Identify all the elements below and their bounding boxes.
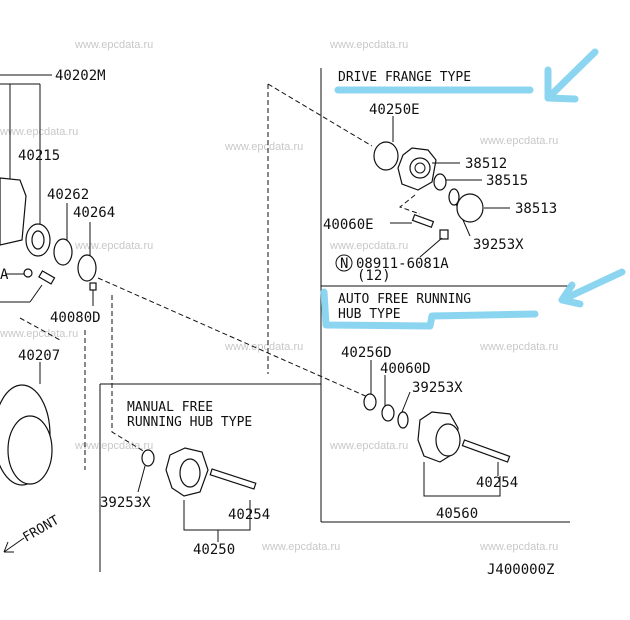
watermark: www.epcdata.ru	[479, 135, 558, 147]
watermark: www.epcdata.ru	[0, 328, 78, 340]
bolt-part	[209, 468, 257, 490]
section-titles: DRIVE FRANGE TYPE AUTO FREE RUNNING HUB …	[127, 70, 471, 430]
quantity-label: (12)	[357, 268, 391, 284]
part-label-38515: 38515	[486, 173, 528, 189]
guide-lines	[19, 83, 421, 470]
part-label-40215: 40215	[18, 148, 60, 164]
watermark: www.epcdata.ru	[479, 341, 558, 353]
highlight-underline	[320, 288, 539, 330]
section-title-manual-free-line2: RUNNING HUB TYPE	[127, 415, 252, 430]
part-label-40060E: 40060E	[323, 217, 374, 233]
diagram-code: J400000Z	[487, 562, 554, 578]
part-label-40250E: 40250E	[369, 102, 420, 118]
part-label-40060D: 40060D	[380, 361, 431, 377]
watermark: www.epcdata.ru	[224, 141, 303, 153]
part-label-40254: 40254	[476, 475, 518, 491]
part-label-40202M: 40202M	[55, 68, 106, 84]
part-label-40262: 40262	[47, 187, 89, 203]
part-label-40264: 40264	[73, 205, 115, 221]
part-labels: 40202M 40215 40262 40264 A 40080D 40207 …	[0, 68, 557, 578]
part-label-38512: 38512	[465, 156, 507, 172]
n-symbol-icon	[335, 254, 353, 272]
stud-part	[411, 213, 435, 229]
front-arrow-icon: FRONT	[3, 513, 63, 553]
part-label-A: A	[0, 267, 9, 283]
seal-part	[53, 238, 73, 266]
drive-flange-assembly	[335, 116, 510, 272]
part-label-39253X: 39253X	[100, 495, 151, 511]
part-label-40560: 40560	[436, 506, 478, 522]
part-label-08911-6081A: 08911-6081A	[356, 256, 449, 272]
watermark: www.epcdata.ru	[329, 440, 408, 452]
watermark: www.epcdata.ru	[74, 440, 153, 452]
front-label: FRONT	[21, 513, 63, 546]
o-ring-part	[373, 141, 399, 171]
section-title-drive-flange: DRIVE FRANGE TYPE	[338, 70, 471, 85]
watermark: www.epcdata.ru	[329, 240, 408, 252]
watermarks: www.epcdata.ru www.epcdata.ru www.epcdat…	[0, 39, 558, 553]
watermark: www.epcdata.ru	[261, 541, 340, 553]
cap-part	[77, 254, 97, 282]
manual-hub-assembly	[137, 447, 257, 542]
hub-assembly-left	[0, 74, 97, 486]
watermark: www.epcdata.ru	[74, 39, 153, 51]
cap-part	[456, 193, 484, 223]
hub-flange-part	[0, 177, 27, 246]
watermark: www.epcdata.ru	[329, 39, 408, 51]
n-symbol-letter: N	[340, 256, 348, 272]
watermark: www.epcdata.ru	[74, 240, 153, 252]
section-title-manual-free: MANUAL FREE	[127, 400, 213, 415]
highlight-arrow-icon	[544, 48, 599, 103]
part-label-40256D: 40256D	[341, 345, 392, 361]
watermark: www.epcdata.ru	[224, 341, 303, 353]
part-label-39253X: 39253X	[412, 380, 463, 396]
highlight-annotations	[320, 48, 626, 330]
part-label-40207: 40207	[18, 348, 60, 364]
watermark: www.epcdata.ru	[479, 541, 558, 553]
section-title-auto-free-line2: HUB TYPE	[338, 307, 401, 322]
auto-hub-assembly	[363, 360, 511, 497]
part-label-38513: 38513	[515, 201, 557, 217]
part-label-40254: 40254	[228, 507, 270, 523]
highlight-arrow-icon	[558, 268, 626, 308]
part-label-40250: 40250	[193, 542, 235, 558]
section-title-auto-free: AUTO FREE RUNNING	[338, 292, 471, 307]
part-label-39253X: 39253X	[473, 237, 524, 253]
watermark: www.epcdata.ru	[0, 126, 78, 138]
bolt-part	[461, 439, 511, 463]
part-label-40080D: 40080D	[50, 310, 101, 326]
